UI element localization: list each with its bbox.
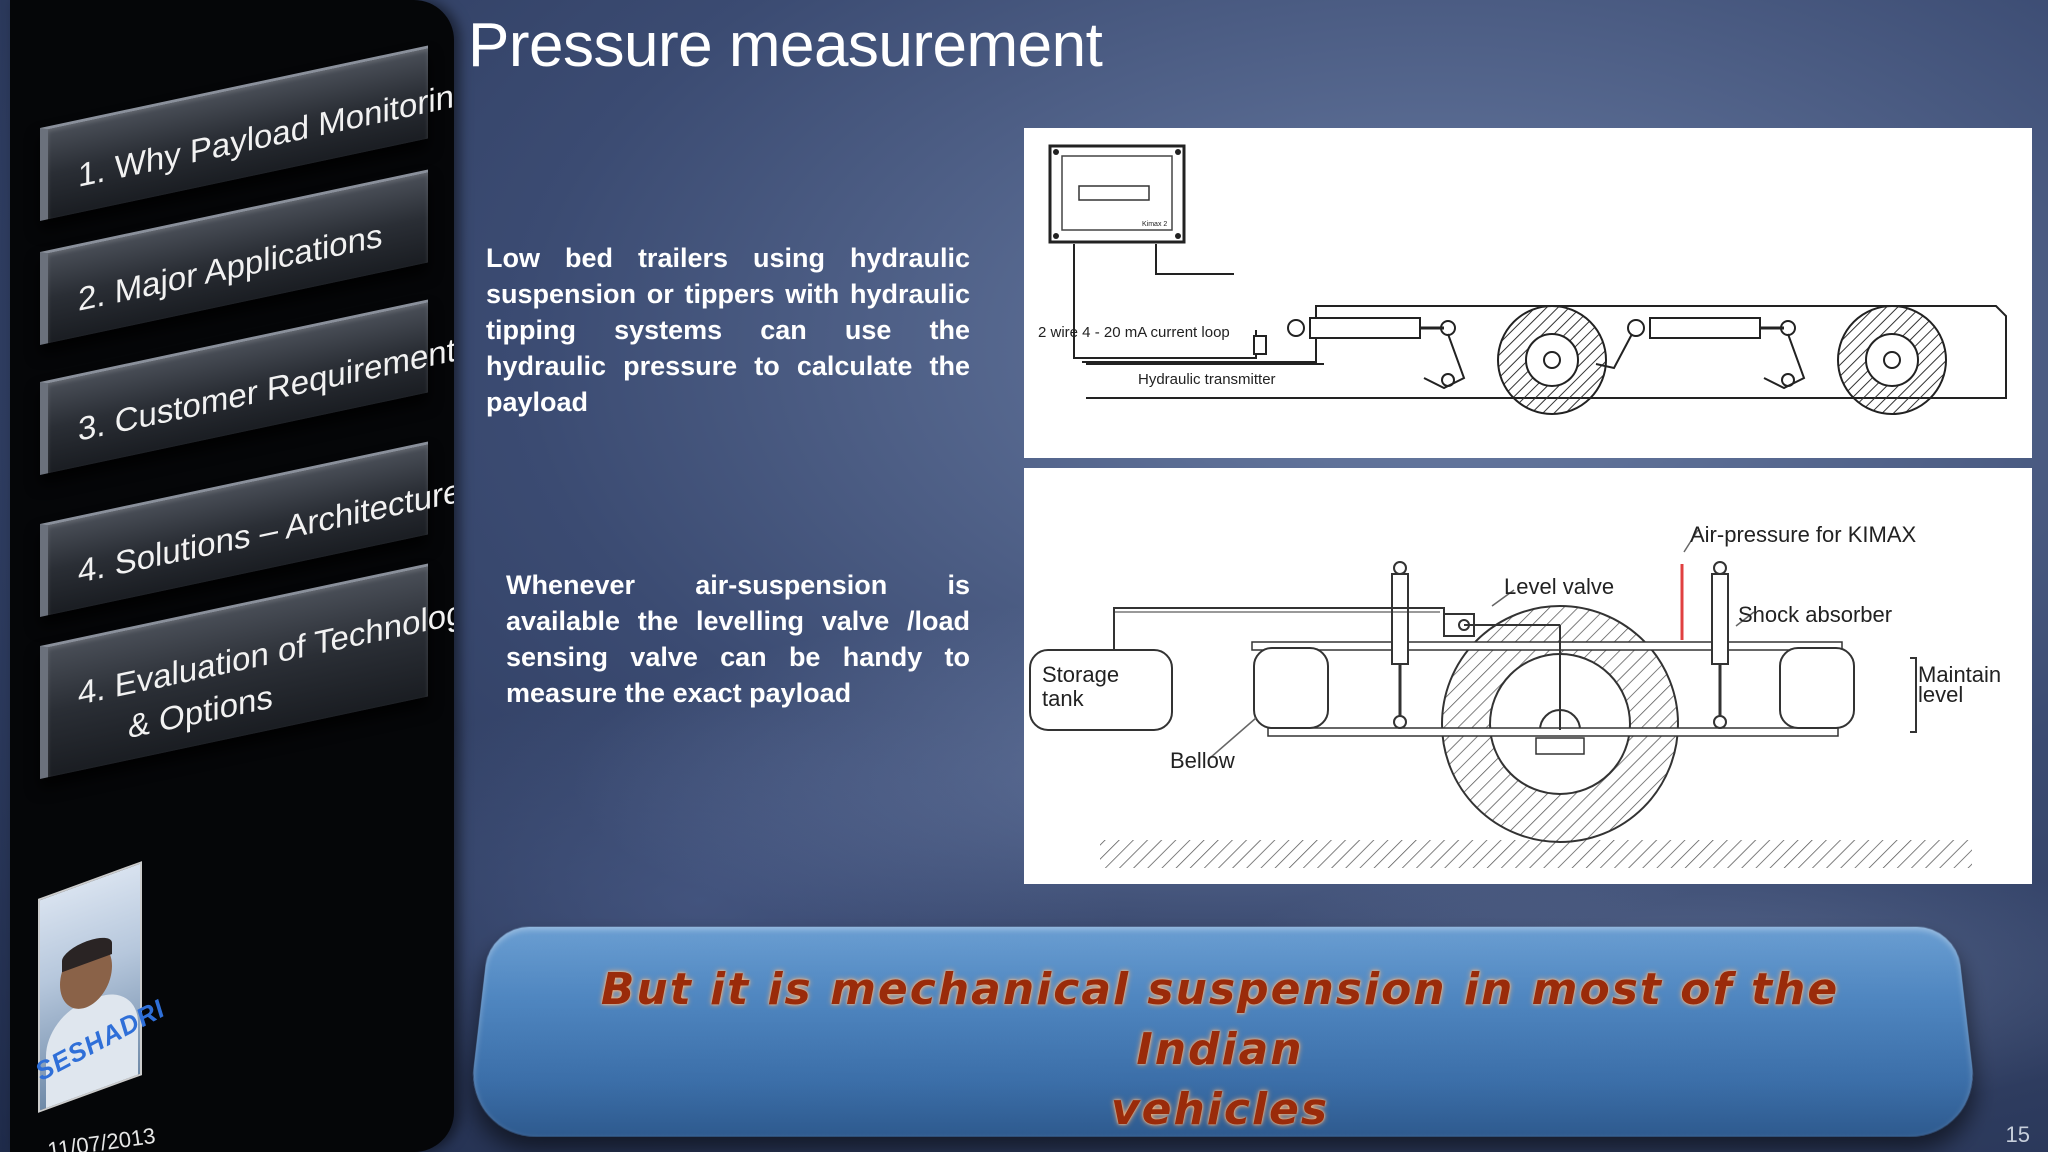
nav-item-label: 3. Customer Requirements [78,327,454,448]
banner-line1: But it is mechanical suspension in most … [600,964,1840,1075]
bellow-label: Bellow [1170,748,1235,773]
sidebar: 1. Why Payload Monitoring 2. Major Appli… [10,0,454,1152]
air-pressure-label: Air-pressure for KIMAX [1690,522,1916,547]
hydraulic-transmitter-label: Hydraulic transmitter [1138,371,1276,388]
storage-tank-label-line2: tank [1042,686,1085,711]
level-valve-label: Level valve [1504,574,1614,599]
air-suspension-diagram: Air-pressure for KIMAX Level valve Shock… [1024,468,2032,884]
hydraulic-diagram: Kimax 2 2 wire 4 - 20 mA current loop [1024,128,2032,458]
kimax-device [1048,144,1186,244]
banner-line2: vehicles [1110,1084,1330,1135]
page-number: 15 [2005,1122,2030,1147]
maintain-level-label-line2: level [1918,682,1963,707]
page-title: Pressure measurement [468,11,1103,80]
shock-absorber [1711,573,1729,665]
nav-item-label: 2. Major Applications [78,216,383,318]
current-loop-label: 2 wire 4 - 20 mA current loop [1038,324,1230,341]
presentation-date: 11/07/2013 [46,1122,157,1152]
bellow-left [1253,647,1329,729]
device-label: Kimax 2 [1142,221,1167,228]
hydraulic-paragraph: Low bed trailers using hydraulic suspens… [486,243,970,417]
bellow-right [1779,647,1855,729]
storage-tank [1029,649,1173,731]
air-suspension-diagram-svg: Air-pressure for KIMAX Level valve Shock… [1029,522,2001,868]
truck-icon [1078,185,1150,201]
maintain-level-label: Maintain [1918,662,2001,687]
shock-absorber-label: Shock absorber [1738,602,1892,627]
ground [1100,840,1972,868]
conclusion-banner-text: But it is mechanical suspension in most … [520,960,1920,1140]
hydraulic-diagram-svg: Kimax 2 2 wire 4 - 20 mA current loop [1038,144,2007,415]
air-suspension-paragraph: Whenever air-suspension is available the… [506,570,970,708]
storage-tank-label: Storage [1042,662,1119,687]
